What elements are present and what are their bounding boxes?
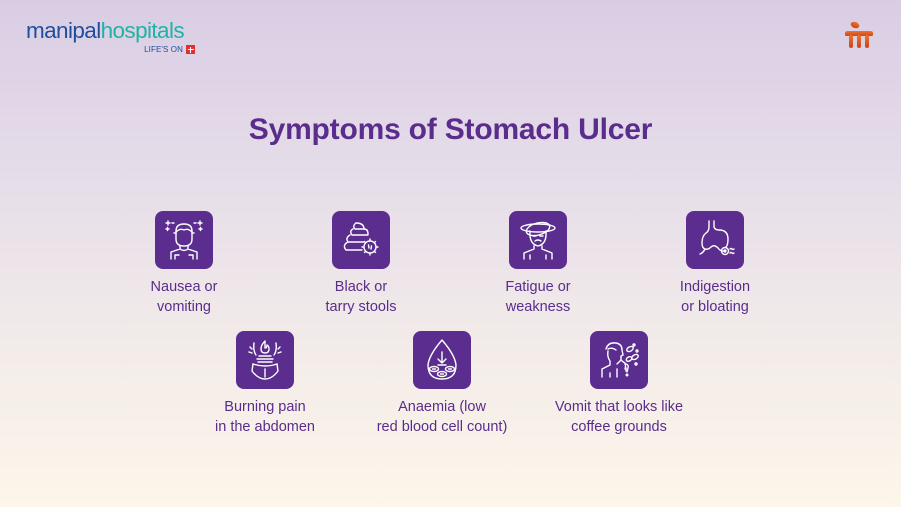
- vomit-coffee-icon: [590, 331, 648, 389]
- logo-part-manipal: manipal: [26, 18, 101, 43]
- symptom-anaemia: Anaemia (low red blood cell count): [347, 331, 537, 437]
- symptom-label: Fatigue or weakness: [505, 279, 571, 315]
- tagline-text: LIFE'S ON: [144, 45, 183, 54]
- orange-pillar-logo-icon: [842, 20, 876, 54]
- symptom-indigestion: Indigestion or bloating: [620, 211, 810, 317]
- burning-abdomen-icon: [236, 331, 294, 389]
- symptom-label: Nausea or vomiting: [150, 279, 218, 315]
- symptom-label: Vomit that looks like coffee grounds: [554, 399, 684, 435]
- nausea-person-icon: [155, 211, 213, 269]
- stool-icon: [332, 211, 390, 269]
- symptom-nausea: Nausea or vomiting: [89, 211, 279, 317]
- symptom-black-stools: Black or tarry stools: [266, 211, 456, 317]
- symptom-coffee-vomit: Vomit that looks like coffee grounds: [524, 331, 714, 437]
- logo-tagline: LIFE'S ON: [144, 45, 195, 54]
- symptom-label: Burning pain in the abdomen: [215, 399, 315, 435]
- logo-wordmark: manipalhospitals: [26, 18, 201, 44]
- symptom-burning-pain: Burning pain in the abdomen: [170, 331, 360, 437]
- logo-part-hospitals: hospitals: [100, 18, 185, 43]
- page-title: Symptoms of Stomach Ulcer: [248, 113, 653, 146]
- symptom-label: Anaemia (low red blood cell count): [376, 399, 508, 435]
- red-plus-icon: [186, 45, 195, 54]
- blood-drop-icon: [413, 331, 471, 389]
- symptom-label: Indigestion or bloating: [679, 279, 751, 315]
- symptom-fatigue: Fatigue or weakness: [443, 211, 633, 317]
- stomach-icon: [686, 211, 744, 269]
- manipal-hospitals-logo: manipalhospitals LIFE'S ON: [26, 18, 201, 58]
- dizzy-fatigue-icon: [509, 211, 567, 269]
- symptom-label: Black or tarry stools: [325, 279, 397, 315]
